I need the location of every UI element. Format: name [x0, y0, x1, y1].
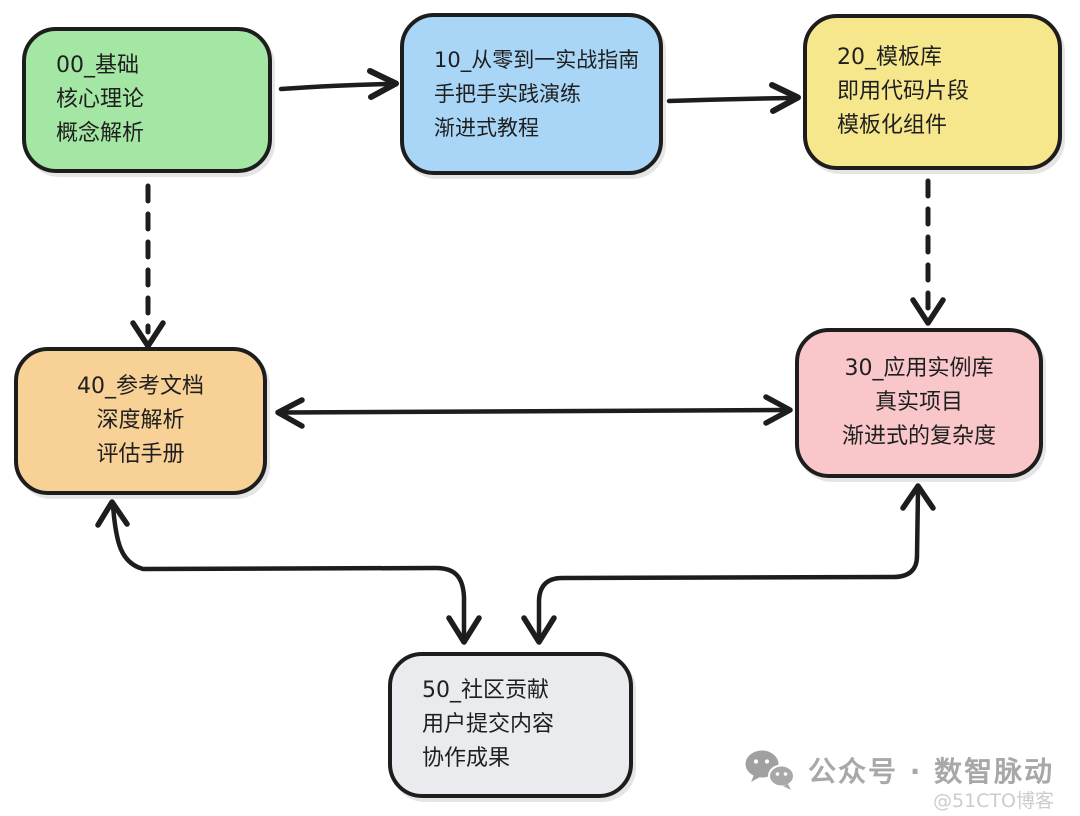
- node-text-line: 概念解析: [56, 121, 145, 146]
- arrow-30-50-elbow-bidirectional: [521, 483, 936, 645]
- arrow-40-30-bidirectional: [275, 394, 793, 429]
- node-text-line: 真实项目: [874, 390, 963, 415]
- node-30-application-examples: 30_应用实例库 真实项目 渐进式的复杂度: [795, 328, 1043, 478]
- arrow-10-to-20: [666, 82, 801, 114]
- node-text-line: 深度解析: [96, 408, 185, 433]
- arrow-00-to-40-dashed: [130, 183, 166, 349]
- node-text-line: 协作成果: [422, 746, 511, 771]
- node-text-line: 渐进式教程: [434, 116, 539, 140]
- node-text-line: 模板化组件: [837, 113, 948, 138]
- node-20-template-library: 20_模板库 即用代码片段 模板化组件: [803, 14, 1062, 170]
- node-text-line: 20_模板库: [837, 45, 942, 70]
- node-00-foundation: 00_基础 核心理论 概念解析: [22, 27, 272, 173]
- watermark-label: 公众号 · 数智脉动: [808, 755, 1055, 788]
- arrow-00-to-10: [278, 68, 399, 100]
- node-text-line: 即用代码片段: [837, 79, 970, 104]
- arrow-20-to-30-dashed: [910, 178, 946, 326]
- node-10-practical-guide: 10_从零到一实战指南 手把手实践演练 渐进式教程: [400, 13, 663, 175]
- node-50-community-contribution: 50_社区贡献 用户提交内容 协作成果: [388, 652, 633, 798]
- node-text-line: 手把手实践演练: [434, 82, 581, 106]
- node-text-line: 50_社区贡献: [422, 678, 549, 703]
- node-text-line: 评估手册: [96, 442, 185, 467]
- node-text-line: 00_基础: [56, 53, 139, 78]
- node-text-line: 30_应用实例库: [844, 356, 994, 381]
- node-40-reference-docs: 40_参考文档 深度解析 评估手册: [14, 347, 267, 495]
- arrow-40-50-elbow-bidirectional: [95, 499, 482, 645]
- node-text-line: 10_从零到一实战指南: [434, 48, 640, 72]
- node-text-line: 40_参考文档: [77, 374, 204, 399]
- node-text-line: 用户提交内容: [422, 712, 555, 737]
- node-text-line: 核心理论: [56, 87, 145, 112]
- watermark-handle: @51CTO博客: [932, 790, 1054, 812]
- watermark: 公众号 · 数智脉动 @51CTO博客: [744, 748, 1064, 812]
- node-text-line: 渐进式的复杂度: [841, 424, 996, 449]
- wechat-icon: [745, 750, 795, 790]
